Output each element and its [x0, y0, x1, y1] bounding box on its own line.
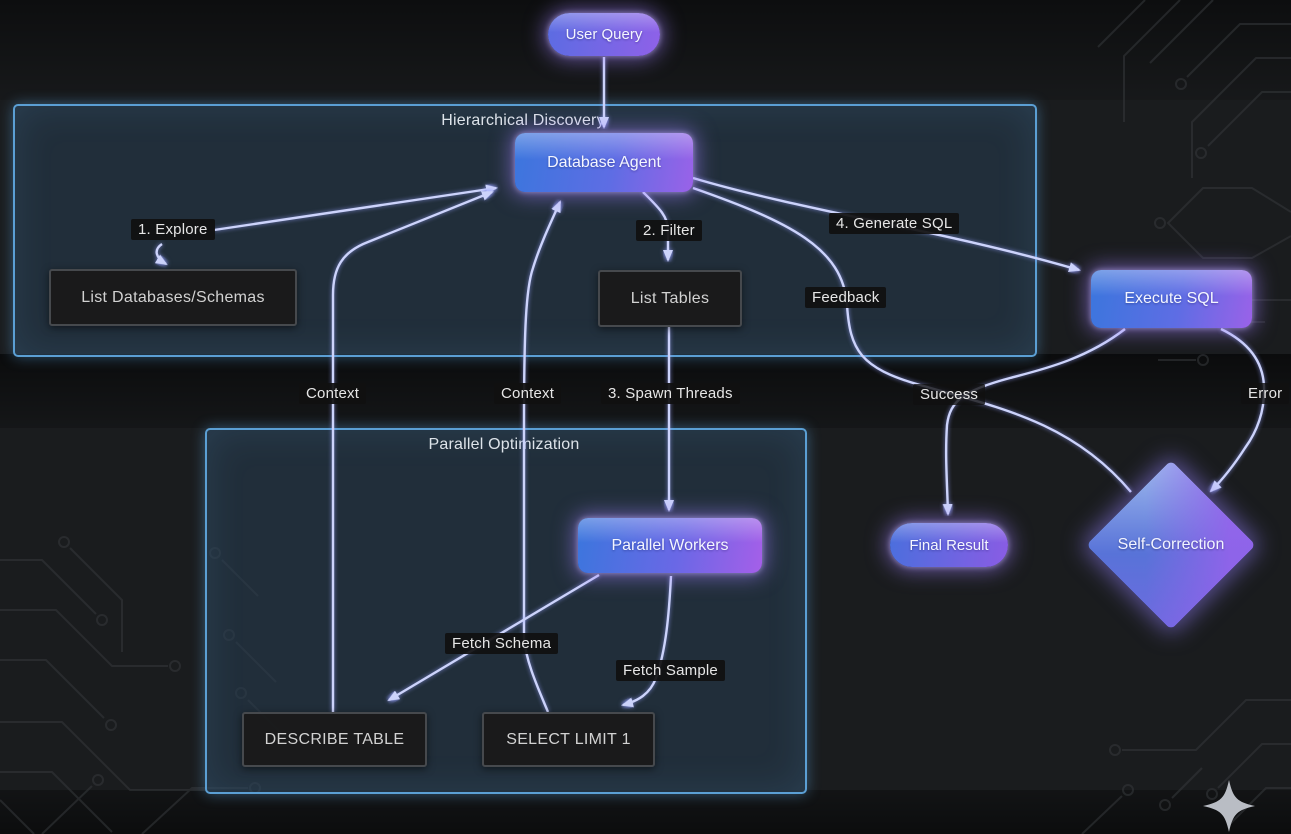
node-list-tables: List Tables [598, 270, 742, 327]
node-execute-sql: Execute SQL [1091, 270, 1252, 328]
edge-error-to-self-correction [1209, 327, 1266, 493]
edge-fetch-sample-to-select-limit [621, 575, 673, 708]
edge-feedback-self-correction-to-database-agent [692, 186, 1132, 493]
edge-label-explore: 1. Explore [131, 219, 215, 240]
container-parallel-optimization-title: Parallel Optimization [428, 436, 580, 453]
node-parallel-workers: Parallel Workers [578, 518, 762, 573]
node-user-query: User Query [548, 13, 660, 56]
node-final-result: Final Result [890, 523, 1008, 567]
circuit-traces-bottom-right [1081, 699, 1291, 834]
edge-label-fetch-sample: Fetch Sample [616, 660, 725, 681]
node-list-databases-schemas: List Databases/Schemas [49, 269, 297, 326]
edge-context-describe-table-to-database-agent [331, 190, 494, 712]
node-database-agent: Database Agent [515, 133, 693, 192]
edge-label-context-right: Context [494, 383, 562, 404]
edge-label-error: Error [1241, 383, 1290, 404]
node-self-correction: Self-Correction [1117, 536, 1225, 553]
sparkle-icon [1203, 780, 1255, 832]
edge-label-fetch-schema: Fetch Schema [445, 633, 559, 654]
edge-label-filter: 2. Filter [636, 220, 702, 241]
edge-label-feedback: Feedback [805, 287, 887, 308]
container-hierarchical-discovery-title: Hierarchical Discovery [441, 112, 605, 129]
edge-context-select-limit-to-database-agent [522, 200, 562, 713]
edge-explore-to-list-databases [154, 243, 168, 266]
node-select-limit-1: SELECT LIMIT 1 [482, 712, 655, 767]
edge-label-context-left: Context [299, 383, 367, 404]
edge-label-success: Success [913, 384, 986, 405]
edge-label-spawn-threads: 3. Spawn Threads [601, 383, 740, 404]
edge-label-generate-sql: 4. Generate SQL [829, 213, 960, 234]
edge-explore-to-database-agent [213, 184, 498, 232]
node-describe-table: DESCRIBE TABLE [242, 712, 427, 767]
